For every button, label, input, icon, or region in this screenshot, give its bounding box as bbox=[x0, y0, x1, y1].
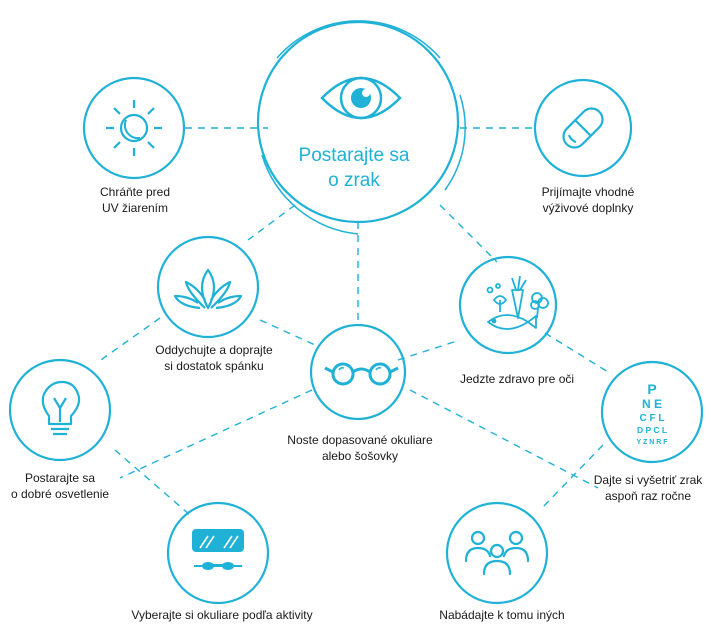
center-title-line-1: Postarajte sa bbox=[298, 145, 410, 166]
node-glasses bbox=[309, 323, 407, 421]
healthy-food-icon bbox=[486, 275, 549, 330]
label-supplements-line-1: Prijímajte vhodné bbox=[541, 185, 635, 199]
connector-center-rest bbox=[247, 204, 296, 241]
label-uv-line-2: UV žiarením bbox=[101, 201, 169, 215]
goggles-icon bbox=[192, 529, 244, 570]
pill-icon bbox=[562, 107, 604, 149]
eye-chart-row-3: C F L bbox=[640, 413, 665, 424]
label-supplements-line-2: výživové doplnky bbox=[542, 201, 634, 215]
label-uv: Chráňte pred UV žiarením bbox=[100, 184, 170, 216]
node-exam-ring bbox=[600, 360, 704, 464]
center-title-line-2: o zrak bbox=[328, 170, 380, 191]
node-rest-ring bbox=[156, 235, 260, 339]
center-outer-arc-right bbox=[444, 94, 466, 191]
eye-chart-row-5: Y Z N R F bbox=[637, 439, 669, 446]
connector-light-activity bbox=[114, 449, 191, 516]
node-supplements-ring bbox=[533, 78, 633, 178]
node-food bbox=[458, 255, 558, 355]
label-activity: Vyberajte si okuliare podľa aktivity bbox=[131, 607, 312, 623]
label-light-line-1: Postarajte sa bbox=[24, 471, 96, 485]
center-node bbox=[256, 20, 466, 235]
label-rest-line-1: Oddychujte a doprajte bbox=[155, 343, 273, 357]
connector-lines bbox=[97, 127, 609, 516]
node-uv bbox=[82, 76, 186, 180]
center-outer-arc-top bbox=[276, 20, 441, 59]
node-food-ring bbox=[458, 255, 558, 355]
connector-rest-glasses bbox=[259, 319, 316, 346]
node-activity bbox=[166, 501, 270, 605]
node-light-ring bbox=[8, 358, 112, 462]
label-light-line-2: o dobré osvetlenie bbox=[10, 487, 110, 501]
lotus-icon bbox=[173, 268, 243, 310]
people-icon bbox=[464, 530, 530, 576]
label-supplements: Prijímajte vhodné výživové doplnky bbox=[542, 184, 635, 216]
label-food: Jedzte zdravo pre oči bbox=[460, 371, 574, 387]
node-supplements bbox=[533, 78, 633, 178]
label-glasses-line-2: alebo šošovky bbox=[321, 449, 399, 463]
node-others-ring bbox=[445, 501, 549, 605]
label-glasses: Noste dopasované okuliare alebo šošovky bbox=[287, 432, 432, 464]
node-others bbox=[445, 501, 549, 605]
connector-glasses-exam bbox=[409, 389, 599, 489]
eye-chart-icon: P N E C F L D P C L Y Z N R F bbox=[637, 381, 669, 446]
label-others: Nabádajte k tomu iných bbox=[439, 607, 564, 623]
label-food-line-1: Jedzte zdravo pre oči bbox=[459, 372, 575, 386]
connector-rest-light bbox=[97, 317, 161, 363]
center-title: Postarajte sa o zrak bbox=[299, 143, 410, 193]
connector-exam-others bbox=[539, 444, 604, 511]
sun-icon bbox=[106, 100, 162, 156]
label-exam: Dajte si vyšetriť zrak aspoň raz ročne bbox=[594, 472, 703, 504]
label-exam-line-1: Dajte si vyšetriť zrak bbox=[593, 473, 703, 487]
label-rest: Oddychujte a doprajte si dostatok spánku bbox=[155, 342, 272, 374]
eye-icon bbox=[320, 76, 402, 120]
label-others-line-1: Nabádajte k tomu iných bbox=[439, 608, 565, 622]
node-glasses-ring bbox=[309, 323, 407, 421]
connector-glasses-food bbox=[397, 339, 461, 361]
node-uv-ring bbox=[82, 76, 186, 180]
label-rest-line-2: si dostatok spánku bbox=[164, 359, 264, 373]
label-glasses-line-1: Noste dopasované okuliare bbox=[287, 433, 433, 447]
node-activity-ring bbox=[166, 501, 270, 605]
node-rest bbox=[156, 235, 260, 339]
eye-chart-row-2: N E bbox=[642, 397, 662, 411]
connector-glasses-light bbox=[119, 389, 313, 479]
label-uv-line-1: Chráňte pred bbox=[99, 185, 171, 199]
center-outer-arc-left bbox=[261, 154, 359, 235]
connector-food-exam bbox=[544, 332, 609, 373]
eye-chart-row-4: D P C L bbox=[637, 425, 667, 435]
node-exam: P N E C F L D P C L Y Z N R F bbox=[600, 360, 704, 464]
node-light bbox=[8, 358, 112, 462]
glasses-icon bbox=[324, 362, 399, 386]
light-bulb-icon bbox=[41, 380, 81, 436]
label-exam-line-2: aspoň raz ročne bbox=[604, 489, 692, 503]
label-light: Postarajte sa o dobré osvetlenie bbox=[11, 470, 109, 502]
label-activity-line-1: Vyberajte si okuliare podľa aktivity bbox=[131, 608, 313, 622]
eye-chart-row-1: P bbox=[647, 381, 656, 397]
center-inner-ring bbox=[256, 20, 460, 224]
connector-center-food bbox=[439, 204, 498, 263]
